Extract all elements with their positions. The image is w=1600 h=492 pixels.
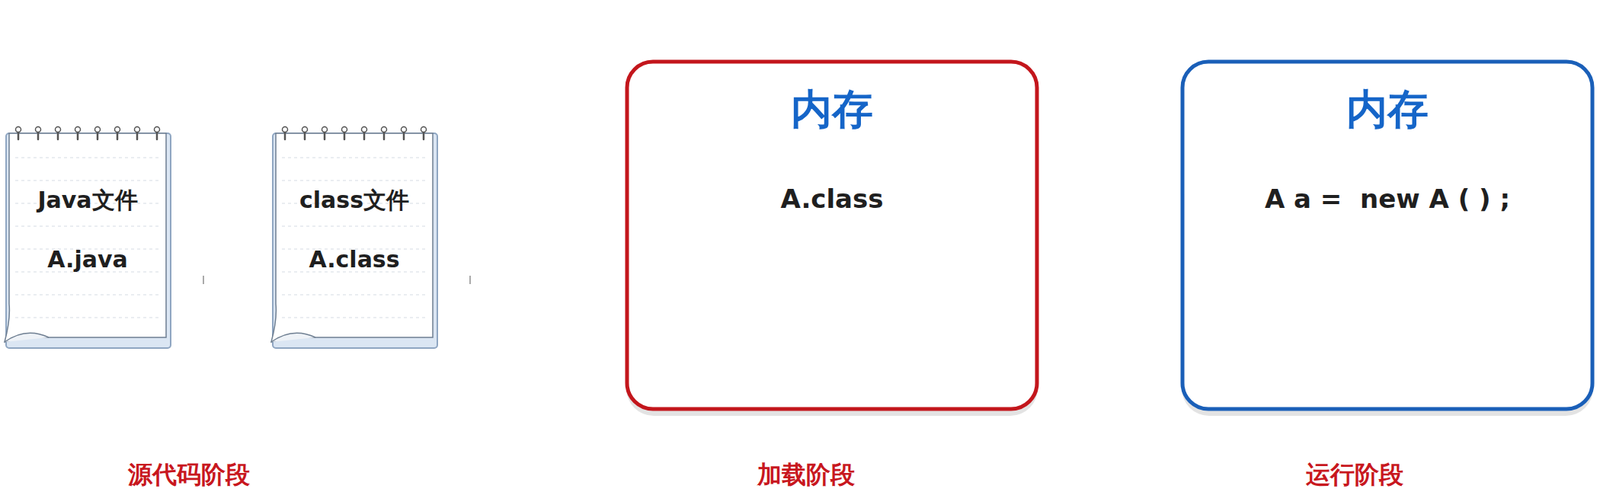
box-text: class文件: [299, 186, 410, 215]
spiral-ring: [16, 127, 22, 133]
ruled-line: [281, 180, 427, 182]
box-title: 内存: [1346, 85, 1429, 135]
tick-mark: [202, 275, 205, 285]
spiral-ring: [322, 127, 328, 133]
spiral-ring: [134, 127, 141, 133]
file-notebook: Java文件 A.java: [3, 127, 173, 350]
stage-label: 运行阶段: [1305, 460, 1404, 490]
memory-box: 内存 A.class: [624, 59, 1040, 415]
box-title: 内存: [790, 85, 874, 135]
spiral-ring: [302, 127, 308, 133]
spiral-ring: [381, 127, 388, 133]
page-curl: [4, 332, 49, 343]
ruled-line: [281, 317, 427, 319]
tick-mark: [469, 275, 471, 285]
notebook-shape: [3, 127, 173, 350]
spiral-ring: [115, 127, 121, 133]
spiral-ring: [35, 127, 42, 133]
box-text: A a = new A ( ) ;: [1264, 183, 1511, 215]
stage-label: 源代码阶段: [128, 460, 250, 490]
memory-box-outline: [627, 61, 1037, 410]
memory-box-outline: [1182, 61, 1593, 410]
page-curl: [271, 332, 316, 343]
spiral-ring: [342, 127, 348, 133]
ruled-line: [281, 157, 427, 159]
stage-label: 加载阶段: [757, 460, 855, 490]
box-text: A.class: [780, 183, 884, 215]
ruled-line: [15, 294, 160, 296]
ruled-line: [15, 157, 160, 159]
notebook-shape: [269, 127, 439, 350]
spiral-ring: [75, 127, 81, 133]
spiral-ring: [55, 127, 61, 133]
ruled-line: [15, 180, 160, 182]
spiral-ring: [401, 127, 407, 133]
spiral-ring: [282, 127, 288, 133]
notebook-page: [271, 133, 433, 343]
spiral-ring: [421, 127, 427, 133]
file-notebook: class文件 A.class: [269, 127, 439, 350]
ruled-line: [15, 226, 160, 228]
box-text: A.class: [308, 246, 400, 274]
spiral-ring: [154, 127, 160, 133]
ruled-line: [281, 294, 427, 296]
ruled-line: [281, 226, 427, 228]
ruled-line: [15, 317, 160, 319]
memory-box: 内存 A a = new A ( ) ;: [1180, 59, 1595, 415]
box-text: Java文件: [37, 186, 138, 215]
notebook-page: [4, 133, 167, 343]
box-text: A.java: [47, 246, 128, 274]
spiral-ring: [361, 127, 368, 133]
spiral-ring: [95, 127, 101, 133]
